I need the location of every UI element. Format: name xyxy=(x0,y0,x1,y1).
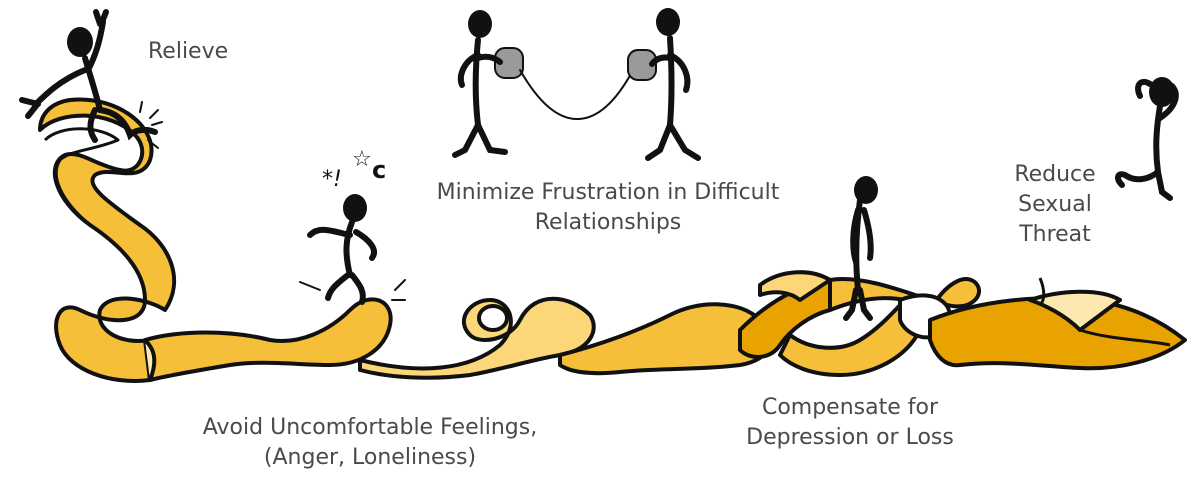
can-string xyxy=(519,69,633,120)
ribbon-band-4 xyxy=(738,278,832,359)
ribbon-left-curl xyxy=(38,97,176,383)
ribbon-band-1 xyxy=(143,297,393,382)
label-avoid-feelings: Avoid Uncomfortable Feelings, (Anger, Lo… xyxy=(160,413,580,473)
label-relieve-text: Relieve xyxy=(148,39,229,64)
figure-frustrated: *! ☆ c xyxy=(299,147,406,305)
figure-sad xyxy=(843,176,878,321)
label-minimize-frustration: Minimize Frustration in Difficult Relati… xyxy=(398,178,818,238)
ribbon-loop-2 xyxy=(358,296,596,380)
label-avoid-line-2: (Anger, Loneliness) xyxy=(263,445,477,470)
star-icon: ☆ xyxy=(352,147,372,172)
label-minimize-line-2: Relationships xyxy=(534,210,682,235)
label-compensate: Compensate for Depression or Loss xyxy=(720,393,980,453)
figure-relieve xyxy=(19,9,163,149)
label-reduce-sexual-threat: Reduce Sexual Threat xyxy=(1000,160,1110,250)
label-reduce-line-1: Reduce xyxy=(1014,162,1096,187)
right-can xyxy=(627,49,657,81)
figure-can-phone xyxy=(452,8,701,161)
swirl-icon: c xyxy=(372,156,386,184)
left-can xyxy=(494,47,524,79)
label-reduce-line-2: Sexual xyxy=(1018,192,1092,217)
label-compensate-line-1: Compensate for xyxy=(761,395,939,420)
label-avoid-line-1: Avoid Uncomfortable Feelings, xyxy=(202,415,538,440)
frustration-marks: *! xyxy=(322,167,342,192)
label-minimize-line-1: Minimize Frustration in Difficult xyxy=(436,180,780,205)
label-reduce-line-3: Threat xyxy=(1019,222,1091,247)
label-compensate-line-2: Depression or Loss xyxy=(746,425,954,450)
figure-worried xyxy=(1115,77,1179,201)
ribbon xyxy=(38,97,1187,383)
label-relieve: Relieve xyxy=(148,37,228,67)
